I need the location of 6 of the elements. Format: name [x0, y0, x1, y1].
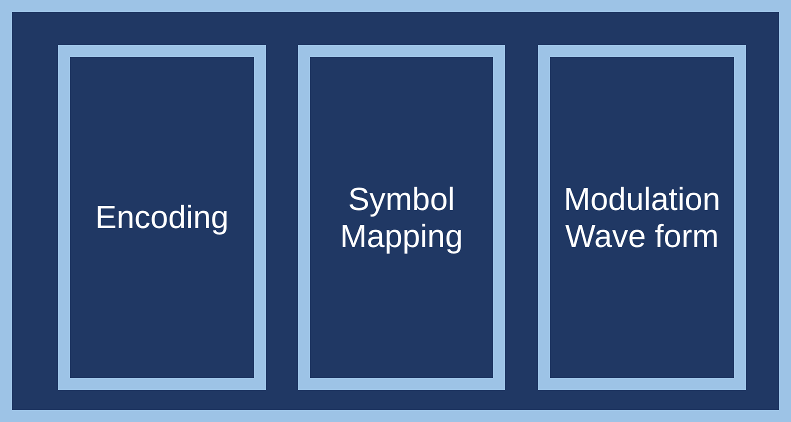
process-box	[58, 45, 266, 390]
process-box	[298, 45, 505, 390]
box-label: Encoding	[94, 199, 230, 236]
box-label: Symbol Mapping	[339, 180, 464, 254]
process-box	[538, 45, 746, 390]
box-label: Modulation Wave form	[562, 180, 722, 254]
